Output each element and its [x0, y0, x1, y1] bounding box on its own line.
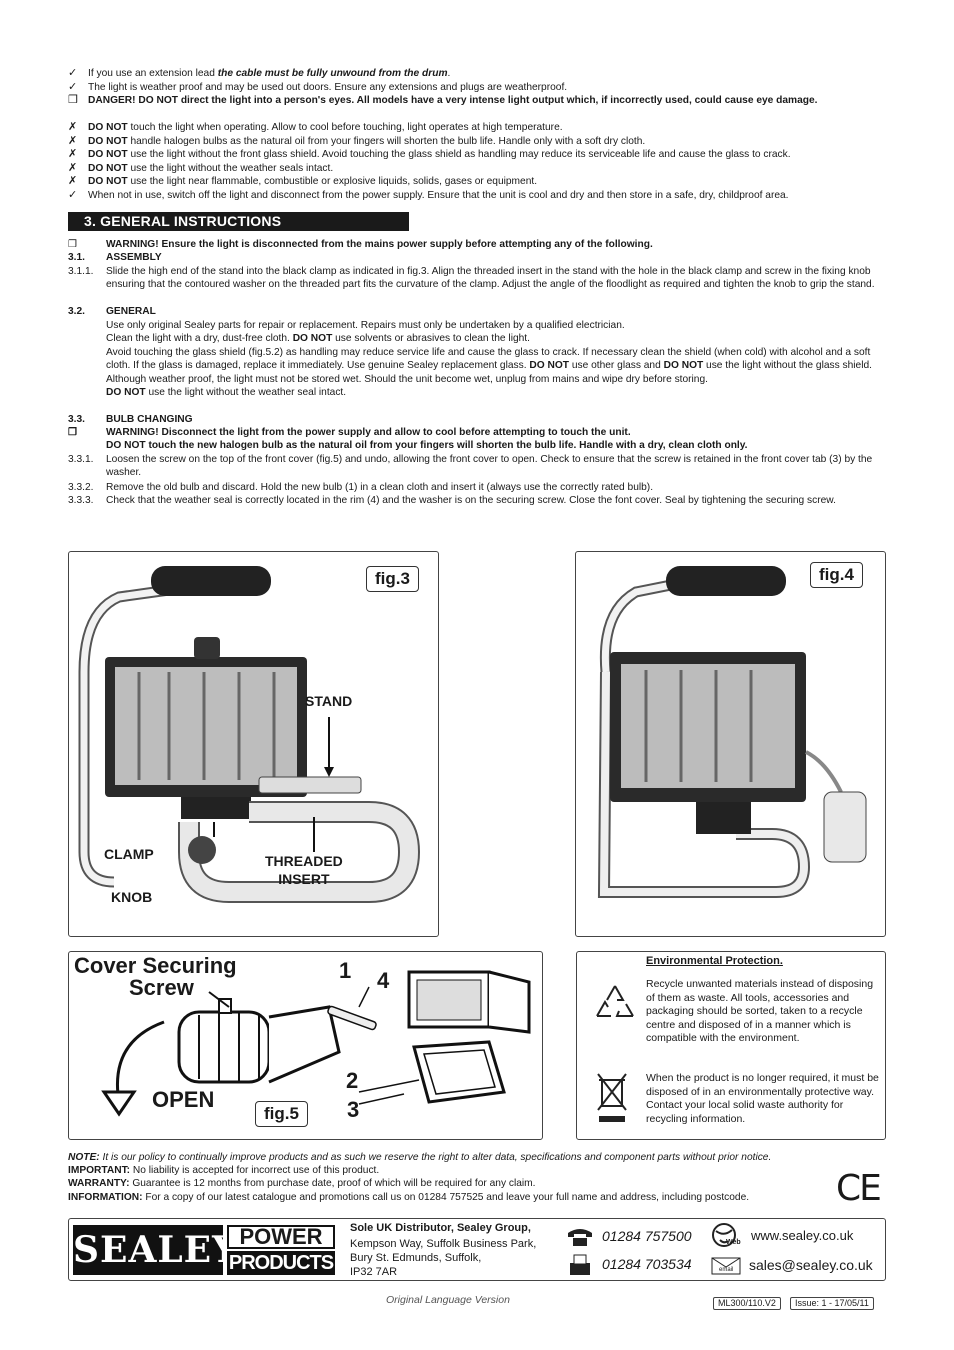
tick-icon: ✓: [68, 189, 78, 201]
checkbox-icon: ❒: [68, 94, 78, 106]
warning-item: ✗DO NOT use the light without the weathe…: [68, 162, 334, 174]
section-warning: ❒ WARNING! Ensure the light is disconnec…: [68, 239, 653, 250]
fig5-label: fig.5: [255, 1101, 308, 1127]
recycle-icon: [596, 985, 634, 1017]
website-link[interactable]: www.sealey.co.uk: [751, 1228, 854, 1243]
part-3-number: 3: [347, 1097, 360, 1122]
warning-item: ✗DO NOT use the light near flammable, co…: [68, 175, 538, 187]
warning-item: ✗DO NOT touch the light when operating. …: [68, 121, 563, 133]
fax-icon: [570, 1254, 590, 1275]
warning-item: ❒DANGER! DO NOT direct the light into a …: [68, 94, 818, 106]
phone-number: 01284 757500: [602, 1228, 692, 1244]
threaded-insert-callout: THREADED INSERT: [265, 853, 343, 887]
power-logo: POWER: [227, 1225, 335, 1249]
footer-panel: SEALEY POWER PRODUCTS Sole UK Distributo…: [68, 1218, 886, 1281]
bulb-changing-illustration: [101, 970, 531, 1117]
warning-item: ✓If you use an extension lead the cable …: [68, 67, 451, 79]
stand-callout: STAND: [305, 693, 353, 709]
fax-number: 01284 703534: [602, 1256, 692, 1272]
fig3-label: fig.3: [366, 566, 419, 592]
checkbox-icon: ❒: [68, 239, 78, 250]
part-1-number: 1: [339, 958, 352, 983]
warning-item: ✓The light is weather proof and may be u…: [68, 81, 568, 93]
warning-item: ✓When not in use, switch off the light a…: [68, 189, 789, 201]
weee-bin-icon: [597, 1073, 627, 1122]
section-heading: 3. GENERAL INSTRUCTIONS: [68, 212, 409, 231]
products-logo: PRODUCTS: [227, 1251, 335, 1275]
fig3-panel: fig.3 STAND CLAMP THREADED INSERT KNOB: [68, 551, 439, 937]
web-globe-icon: [712, 1223, 736, 1247]
warning-item: ✗DO NOT handle halogen bulbs as the natu…: [68, 135, 646, 147]
environmental-title: Environmental Protection.: [646, 955, 783, 967]
original-language-note: Original Language Version: [386, 1294, 510, 1306]
environmental-para-1: Recycle unwanted materials instead of di…: [646, 978, 874, 1045]
cross-icon: ✗: [68, 135, 78, 147]
email-envelope-icon: [711, 1257, 741, 1275]
document-reference: ML300/110.V2: [713, 1297, 781, 1310]
warranty-line: WARRANTY: Guarantee is 12 months from pu…: [68, 1178, 536, 1189]
distributor-name: Sole UK Distributor, Sealey Group,: [350, 1222, 531, 1234]
tick-icon: ✓: [68, 67, 78, 79]
para-3-3-1: 3.3.1. Loosen the screw on the top of th…: [68, 454, 873, 479]
fig4-panel: fig.4: [575, 551, 886, 937]
email-link[interactable]: sales@sealey.co.uk: [749, 1257, 873, 1273]
fig5-panel: Cover Securing Screw OPEN 1 4 2 3 fig.5: [68, 951, 543, 1140]
heading-3-2: 3.2. GENERAL: [68, 306, 156, 317]
para-3-3-2: 3.3.2. Remove the old bulb and discard. …: [68, 482, 654, 493]
ce-mark-icon: CE: [836, 1168, 882, 1209]
cross-icon: ✗: [68, 175, 78, 187]
para-3-2: Use only original Sealey parts for repai…: [106, 320, 872, 399]
bulb-warning: ❒ WARNING! Disconnect the light from the…: [68, 427, 748, 452]
floodlight-with-plug-illustration: [597, 566, 867, 898]
cover-screw-label-2: Screw: [129, 975, 194, 1000]
part-4-number: 4: [377, 968, 390, 993]
fig4-label: fig.4: [810, 562, 863, 588]
environmental-para-2: When the product is no longer required, …: [646, 1072, 879, 1125]
email-tag: email: [719, 1267, 734, 1273]
knob-callout: KNOB: [111, 889, 153, 905]
cover-screw-label-1: Cover Securing: [74, 953, 237, 978]
part-2-number: 2: [346, 1068, 359, 1093]
cross-icon: ✗: [68, 148, 78, 160]
environmental-panel: Environmental Protection. Recycle unwant…: [576, 951, 886, 1140]
clamp-callout: CLAMP: [104, 846, 154, 862]
address-line-2: Bury St. Edmunds, Suffolk,: [350, 1252, 482, 1264]
issue-date: Issue: 1 - 17/05/11: [790, 1297, 874, 1310]
warning-item: ✗DO NOT use the light without the front …: [68, 148, 791, 160]
telephone-icon: [568, 1229, 592, 1246]
web-tag: Web: [726, 1239, 741, 1246]
information-line: INFORMATION: For a copy of our latest ca…: [68, 1192, 750, 1203]
address-line-3: IP32 7AR: [350, 1266, 398, 1278]
important-line: IMPORTANT: No liability is accepted for …: [68, 1165, 380, 1176]
para-3-1-1: 3.1.1. Slide the high end of the stand i…: [68, 266, 875, 291]
floodlight-assembly-illustration: [78, 566, 421, 903]
heading-3-1: 3.1. ASSEMBLY: [68, 252, 162, 263]
note-line: NOTE: It is our policy to continually im…: [68, 1152, 772, 1163]
heading-3-3: 3.3. BULB CHANGING: [68, 414, 193, 425]
address-line-1: Kempson Way, Suffolk Business Park,: [350, 1238, 537, 1250]
cross-icon: ✗: [68, 162, 78, 174]
sealey-logo: SEALEY: [73, 1225, 238, 1275]
cross-icon: ✗: [68, 121, 78, 133]
open-label: OPEN: [152, 1087, 215, 1112]
para-3-3-3: 3.3.3. Check that the weather seal is co…: [68, 495, 836, 506]
tick-icon: ✓: [68, 81, 78, 93]
